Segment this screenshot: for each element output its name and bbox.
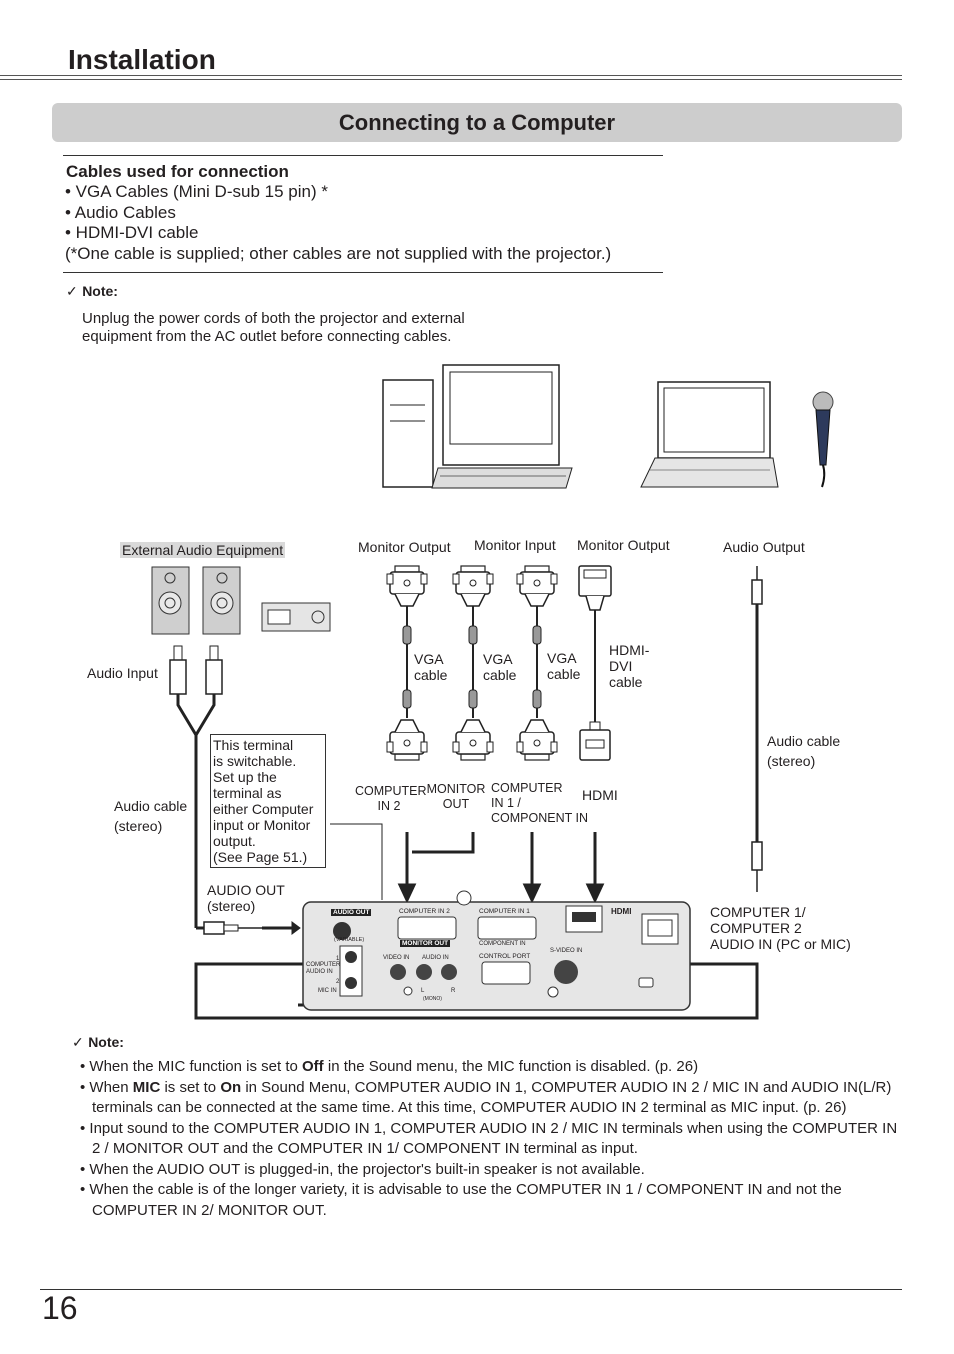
external-audio-label: External Audio Equipment [120, 542, 286, 558]
panel-audio-in: AUDIO IN [422, 955, 449, 961]
list-item: • When the AUDIO OUT is plugged-in, the … [80, 1160, 645, 1178]
section-banner: Connecting to a Computer [52, 103, 902, 142]
amplifier-icon [261, 602, 331, 632]
audio-plug [196, 921, 301, 935]
note2-list: • When the MIC function is set to Off in… [80, 1057, 900, 1221]
hdmi-dvi-cable-label: HDMI- DVI cable [609, 642, 650, 690]
cable-item: • VGA Cables (Mini D-sub 15 pin) * [65, 182, 328, 201]
terminal-note-box: This terminal is switchable. Set up the … [210, 734, 326, 868]
panel-mono: (MONO) [423, 996, 442, 1002]
audio-cable-left-label: Audio cable [114, 798, 188, 814]
hdmi-label: HDMI [582, 787, 618, 803]
panel-computer-in-2: COMPUTER IN 2 [399, 908, 450, 915]
computer-in-2-label: COMPUTER IN 2 [355, 784, 427, 813]
cable-item: (*One cable is supplied; other cables ar… [65, 243, 612, 263]
vga-cable [516, 565, 558, 761]
footer-rule [40, 1289, 902, 1290]
note1-text: Unplug the power cords of both the proje… [82, 310, 465, 345]
cable-item: • HDMI-DVI cable [65, 223, 199, 242]
projector-panel [302, 890, 691, 1011]
vga-cable-label: VGA cable [547, 650, 581, 682]
page-number: 16 [42, 1290, 78, 1326]
computer-audio-in-label: COMPUTER 1/ COMPUTER 2 AUDIO IN (PC or M… [710, 904, 851, 952]
list-item: • When MIC is set to On in Sound Menu, C… [80, 1078, 892, 1117]
audio-cable-right-label: Audio cable [767, 733, 841, 749]
audio-input-label: Audio Input [87, 665, 158, 681]
checkmark-icon: ✓ [66, 283, 78, 299]
vga-cable-label: VGA cable [483, 651, 517, 683]
section-title: Installation [68, 44, 216, 75]
panel-video-in: VIDEO IN [383, 955, 410, 961]
header-rule [0, 75, 902, 80]
note2-header: ✓ Note: [72, 1034, 124, 1052]
note1-label: Note: [82, 283, 118, 299]
microphone-icon [812, 391, 834, 488]
vga-cable [386, 565, 428, 761]
monitor-out-label: MONITOR OUT [426, 782, 486, 811]
list-item: • When the MIC function is set to Off in… [80, 1058, 699, 1075]
cables-box: Cables used for connection • VGA Cables … [63, 155, 663, 273]
note1-header: ✓ Note: [66, 283, 118, 301]
checkmark-icon: ✓ [72, 1034, 84, 1050]
audio-cable [751, 566, 763, 892]
panel-r: R [451, 988, 456, 994]
panel-l: L [421, 988, 425, 994]
stereo-left-label: (stereo) [114, 818, 163, 834]
monitor-output-label: Monitor Output [577, 537, 670, 553]
list-item: • Input sound to the COMPUTER AUDIO IN 1… [80, 1119, 898, 1158]
panel-s-video-in: S-VIDEO IN [550, 948, 583, 954]
list-item: • When the cable is of the longer variet… [80, 1181, 842, 1219]
panel-hdmi: HDMI [611, 907, 632, 916]
rca-cable [169, 645, 223, 928]
panel-control-port: CONTROL PORT [479, 953, 531, 960]
panel-component-in: COMPONENT IN [479, 941, 526, 947]
panel-computer-in-1: COMPUTER IN 1 [479, 908, 530, 915]
speaker-icon [151, 566, 241, 635]
monitor-input-label: Monitor Input [474, 537, 556, 553]
panel-mic-in: MIC IN [318, 988, 337, 994]
computer-in-1-label: COMPUTER IN 1 / COMPONENT IN [491, 781, 588, 825]
laptop-icon [640, 381, 779, 488]
panel-input-2: 2 [336, 979, 340, 985]
panel-monitor-out: MONITOR OUT [400, 940, 451, 947]
monitor-output-label: Monitor Output [358, 539, 451, 555]
stereo-right-label: (stereo) [767, 753, 816, 769]
audio-output-label: Audio Output [723, 539, 805, 555]
vga-cable [452, 565, 494, 761]
vga-cable-label: VGA cable [414, 651, 448, 683]
hdmi-dvi-cable [578, 565, 612, 761]
panel-input-1: 1 [336, 956, 340, 962]
cables-heading: Cables used for connection [66, 162, 289, 181]
note2-label: Note: [88, 1034, 124, 1050]
desktop-computer-icon [382, 364, 573, 489]
banner-title: Connecting to a Computer [338, 110, 616, 135]
panel-variable: (VARIABLE) [334, 937, 365, 943]
cable-item: • Audio Cables [65, 202, 176, 222]
panel-audio-out: AUDIO OUT [331, 909, 372, 916]
audio-out-label: AUDIO OUT (stereo) [207, 882, 285, 914]
connection-arrows [397, 832, 605, 904]
panel-computer-audio-in: COMPUTER AUDIO IN [306, 962, 341, 975]
